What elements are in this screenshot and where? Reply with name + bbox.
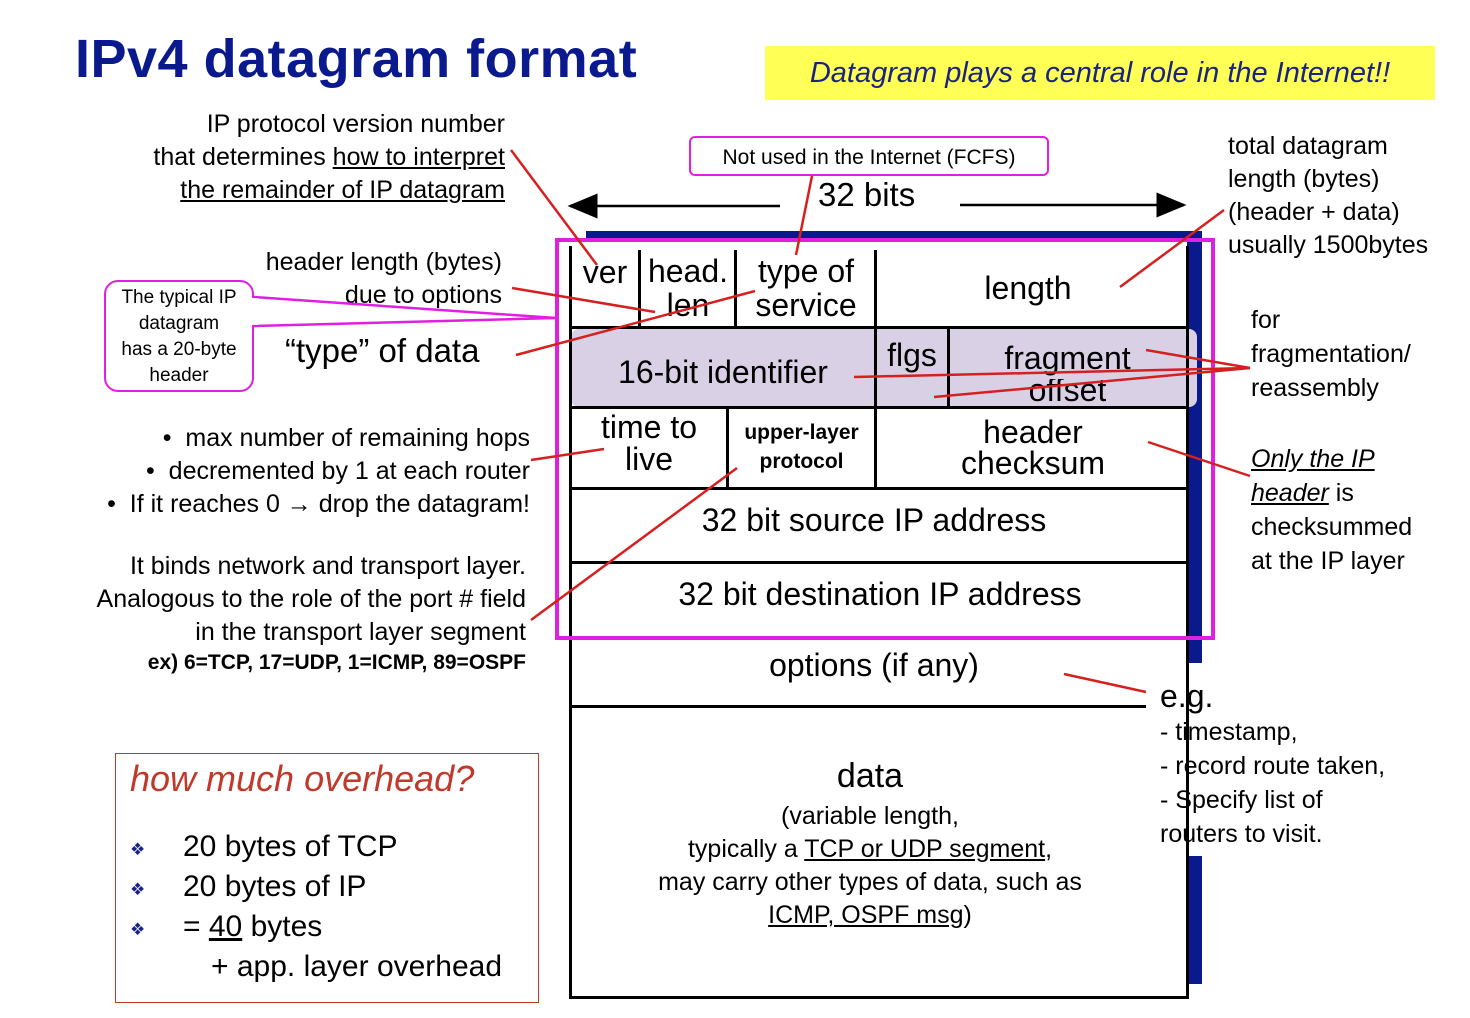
col-divider <box>874 250 877 487</box>
ttl-bullets: • max number of remaining hops • decreme… <box>107 424 530 518</box>
width-label: 32 bits <box>818 176 916 213</box>
overhead-title: how much overhead? <box>130 758 475 799</box>
typical-header-note: The typical IP datagram has a 20-byte he… <box>104 280 254 392</box>
pointer-type-of-service <box>515 289 756 357</box>
col-divider <box>638 250 641 327</box>
field-total-length: length <box>984 270 1072 306</box>
pointer-frag-2 <box>853 366 1251 379</box>
field-options: options (if any) <box>769 647 979 683</box>
diamond-bullet-icon: ❖ <box>130 840 146 859</box>
field-source-address: 32 bit source IP address <box>701 502 1047 538</box>
field-version: ver <box>582 254 628 290</box>
total-length-callout: total datagram length (bytes) (header + … <box>1228 132 1429 259</box>
pointer-protocol <box>530 466 738 622</box>
pointer-options <box>1063 672 1147 694</box>
overhead-extra: + app. layer overhead <box>211 950 503 983</box>
overhead-item: 20 bytes of TCP <box>183 830 398 863</box>
pointer-ttl <box>530 447 605 462</box>
pointer-total-length <box>1119 208 1225 289</box>
row-divider <box>571 326 1188 329</box>
row-divider <box>571 561 1188 564</box>
pointer-frag-3 <box>933 366 1251 399</box>
page-title: IPv4 datagram format <box>75 29 638 89</box>
overhead-item: 20 bytes of IP <box>183 870 367 903</box>
diamond-bullet-icon: ❖ <box>130 880 146 899</box>
row-divider <box>571 487 1188 490</box>
field-destination-address: 32 bit destination IP address <box>678 576 1082 612</box>
datagram-outline <box>569 246 1189 999</box>
fragmentation-callout: for fragmentation/ reassembly <box>1251 306 1411 402</box>
checksum-callout: Only the IP header is checksummed at the… <box>1251 445 1413 575</box>
pointer-checksum <box>1147 440 1251 478</box>
diamond-bullet-icon: ❖ <box>130 920 146 939</box>
pointer-version <box>509 149 599 266</box>
fragmentation-row-shade <box>571 329 1197 407</box>
col-divider <box>734 250 737 327</box>
header-highlight <box>555 238 1215 640</box>
col-divider <box>947 327 950 407</box>
pointer-header-length <box>511 286 656 314</box>
protocol-callout: It binds network and transport layer. An… <box>96 552 526 674</box>
overhead-total: = 40 bytes <box>183 910 323 943</box>
type-of-data-callout: “type” of data <box>285 332 480 369</box>
not-used-note: Not used in the Internet (FCFS) <box>689 136 1049 176</box>
version-callout: IP protocol version number that determin… <box>153 110 505 204</box>
field-data: data (variable length, typically a TCP o… <box>658 757 1082 929</box>
typical-header-pointer-bottom <box>253 316 557 328</box>
row-divider <box>571 705 1146 708</box>
col-divider <box>726 408 729 488</box>
banner: Datagram plays a central role in the Int… <box>765 46 1435 100</box>
shadow-bar-right-lower <box>1187 856 1202 984</box>
pointer-frag-1 <box>1145 348 1251 370</box>
typical-header-pointer-top <box>253 295 557 320</box>
field-identifier: 16-bit identifier <box>618 354 828 390</box>
pointer-not-used <box>794 175 814 256</box>
field-header-length: head.len <box>647 253 729 323</box>
field-flags: flgs <box>887 337 937 373</box>
overhead-box: how much overhead? ❖ 20 bytes of TCP ❖ 2… <box>115 753 539 1003</box>
row-divider <box>571 406 1188 409</box>
shadow-bar-top <box>586 231 1202 242</box>
